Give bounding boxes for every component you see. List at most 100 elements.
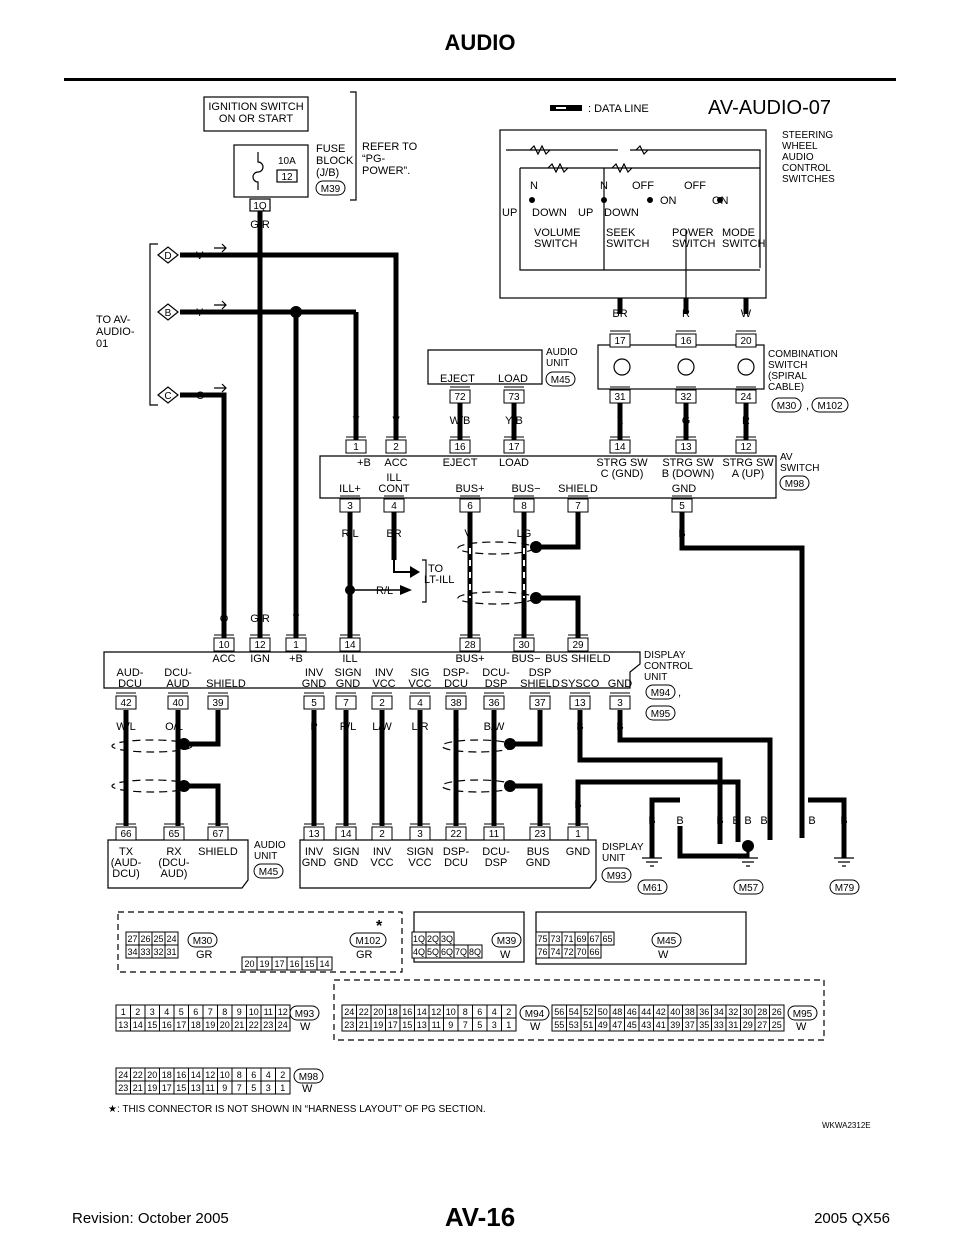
ignition-switch-label: IGNITION SWITCH (208, 101, 303, 113)
pin-box: 17 (609, 330, 631, 348)
connector-pin: 48 (612, 1007, 622, 1017)
connector-pin: 67 (589, 934, 599, 944)
pin-box: 28 (459, 634, 481, 652)
connector-pin: 19 (373, 1020, 383, 1030)
pin-box: 14 (339, 634, 361, 652)
diagram-label: B (DOWN) (662, 468, 715, 480)
diagram-label: INV (305, 846, 324, 858)
diagram-label: G/R (250, 613, 270, 625)
pin-number: 12 (740, 442, 752, 453)
diagram-label: B (676, 815, 683, 827)
ignition-switch-box (203, 96, 309, 132)
diagram-label: * (376, 918, 383, 935)
diagram-id: AV-AUDIO-07 (708, 97, 831, 119)
diagram-label: SEEK (606, 227, 636, 239)
pin-number: 65 (168, 829, 180, 840)
diagram-label: VOLUME (534, 227, 580, 239)
pin-number: 6 (467, 501, 473, 512)
connector-pin: 31 (166, 947, 176, 957)
connector-pin: 18 (191, 1020, 201, 1030)
diagram-label: R/L (376, 585, 393, 597)
pin-number: 39 (212, 698, 224, 709)
diagram-label: (AUD- (111, 857, 142, 869)
connector-pin: 43 (641, 1020, 651, 1030)
connector-id: M79 (835, 883, 855, 894)
connector-id: M61 (643, 883, 663, 894)
diagram-label: DSP (485, 857, 508, 869)
model-text: 2005 QX56 (814, 1210, 890, 1227)
diagram-label: Y (292, 613, 300, 625)
pin-number: 66 (120, 829, 132, 840)
diagram-label: B (648, 815, 655, 827)
connector-pin: 21 (359, 1020, 369, 1030)
diagram-label: B (616, 721, 623, 733)
pin-number: 13 (574, 698, 586, 709)
ignition-switch-label: ON OR START (219, 113, 293, 125)
pin-number: 16 (680, 336, 692, 347)
pin-number: 72 (454, 392, 466, 403)
connector-pin: 17 (162, 1083, 172, 1093)
diagram-label: A (UP) (732, 468, 764, 480)
diagram-label: CONTROL (644, 661, 693, 672)
connector-pin: 73 (550, 934, 560, 944)
connector-pin: 2 (280, 1070, 285, 1080)
connector-pin: 16 (402, 1007, 412, 1017)
diagram-label: B (576, 721, 583, 733)
pin-number: 30 (518, 640, 530, 651)
connector-pin: 16 (162, 1020, 172, 1030)
pin-box: 14 (609, 436, 631, 454)
connector-pin: 6 (251, 1070, 256, 1080)
connector-pin: 74 (550, 947, 560, 957)
connector-pin: 2 (506, 1007, 511, 1017)
connector-id: M39 (321, 184, 341, 195)
diagram-label: BUS (527, 846, 550, 858)
diagram-label: DCU (444, 857, 468, 869)
diagram-label: DSP- (443, 667, 470, 679)
connector-pin: 47 (612, 1020, 622, 1030)
connector-pin: 65 (602, 934, 612, 944)
connector-id: M45 (259, 867, 279, 878)
diagram-label: ILL+ (339, 483, 361, 495)
connector-pin: 10 (220, 1070, 230, 1080)
diagram-label: TO AV- (96, 314, 131, 326)
pin-number: 24 (740, 392, 752, 403)
pin-number: 5 (311, 698, 317, 709)
connector-pin: 9 (222, 1083, 227, 1093)
av-switch-box (319, 455, 777, 499)
connector-badge: M61 (637, 879, 668, 895)
pin-box: 12 (735, 436, 757, 454)
diagram-label: (SPIRAL (768, 371, 807, 382)
diagram-label: LG (517, 528, 532, 540)
pin-number: 23 (534, 829, 546, 840)
connector-id: M39 (497, 936, 517, 947)
pin-box: 24 (735, 386, 757, 404)
connector-pin: 30 (743, 1007, 753, 1017)
footnote: ★: THIS CONNECTOR IS NOT SHOWN IN “HARNE… (108, 1104, 486, 1115)
diagram-label: POWER (672, 227, 714, 239)
diagram-label: SHIELD (558, 483, 598, 495)
connector-pin: 5 (477, 1020, 482, 1030)
pin-number: 17 (614, 336, 626, 347)
pin-box: 22 (445, 823, 467, 841)
connector-pin: 11 (432, 1020, 441, 1030)
diagram-label: DCU) (112, 868, 140, 880)
diagram-label: MODE (722, 227, 755, 239)
connector-pin: 2Q (427, 934, 439, 944)
connector-pin: 3 (150, 1007, 155, 1017)
diagram-label: DOWN (604, 207, 639, 219)
pin-box: 1 (285, 634, 307, 652)
connector-badge: M98 (293, 1068, 324, 1084)
connector-badge: M45 (651, 932, 682, 948)
page-number: AV-16 (444, 1202, 516, 1232)
diagram-label: DCU (444, 678, 468, 690)
diagram-label: STRG SW (722, 457, 774, 469)
pin-number: 16 (454, 442, 466, 453)
diagram-label: B/W (484, 721, 505, 733)
diagram-label: DSP- (443, 846, 470, 858)
connector-pin: 12 (431, 1007, 441, 1017)
connector-pin: 22 (133, 1070, 143, 1080)
pin-box: 1 (345, 436, 367, 454)
connector-pin: 8Q (469, 947, 481, 957)
connector-pin: 25 (772, 1020, 782, 1030)
